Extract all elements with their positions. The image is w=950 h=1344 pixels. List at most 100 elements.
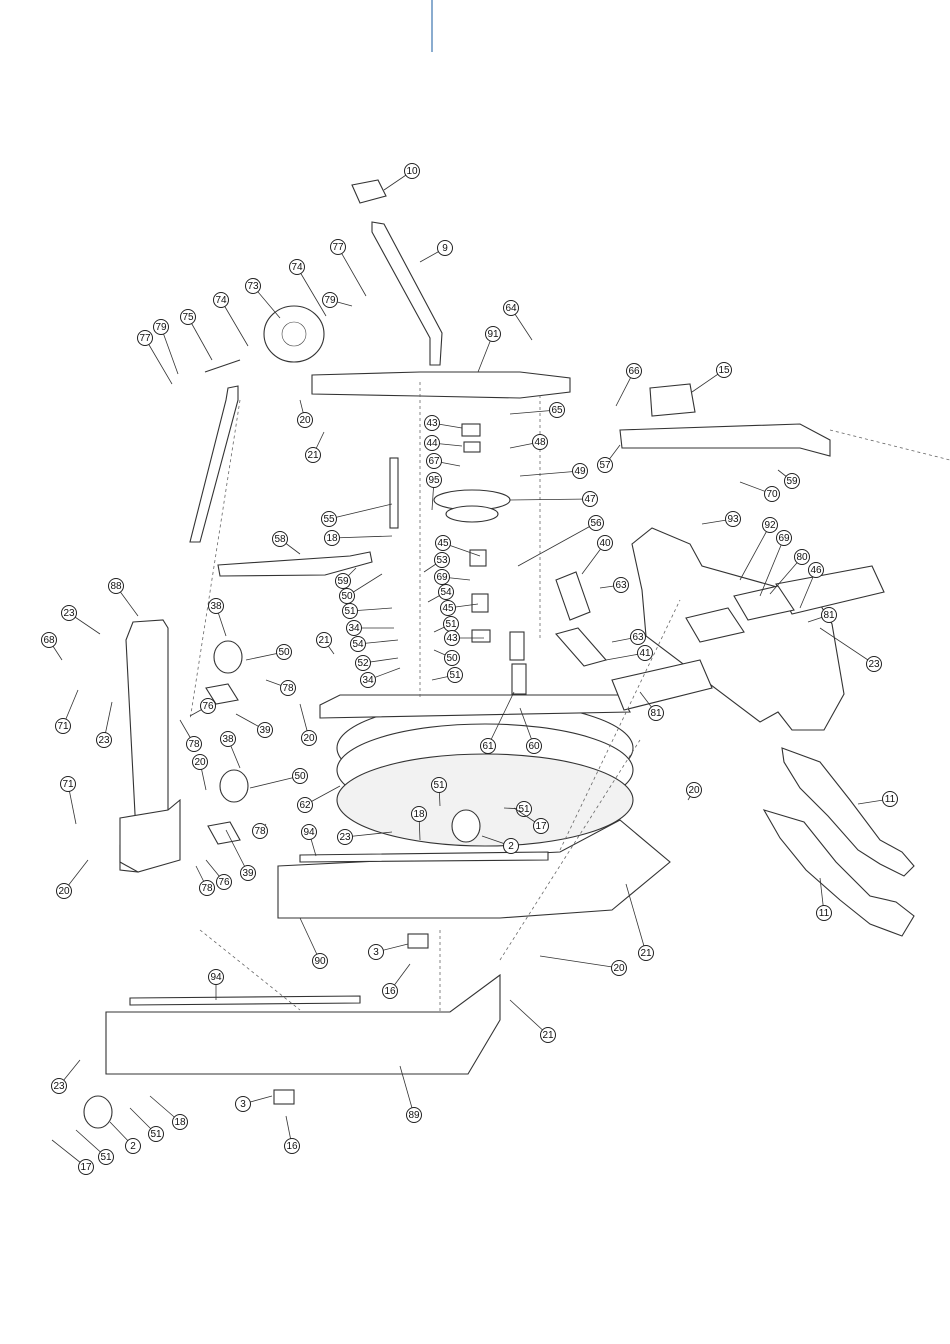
callout-circle bbox=[588, 515, 604, 531]
callout-55: 55 bbox=[321, 503, 393, 527]
callout-leader-line bbox=[187, 316, 213, 361]
callout-circle bbox=[762, 517, 778, 533]
callout-leader-line bbox=[739, 524, 771, 581]
callout-20: 20 bbox=[297, 399, 313, 428]
callout-circle bbox=[526, 738, 542, 754]
callout-54: 54 bbox=[427, 584, 454, 603]
callout-number: 18 bbox=[326, 533, 338, 544]
block-3b-part bbox=[273, 1089, 295, 1105]
callout-circle bbox=[431, 777, 447, 793]
callout-number: 78 bbox=[254, 826, 266, 837]
spacer-45-part bbox=[469, 549, 487, 567]
callout-circle bbox=[252, 823, 268, 839]
callout-number: 38 bbox=[210, 601, 222, 612]
callout-20: 20 bbox=[299, 703, 317, 746]
callout-circle bbox=[321, 511, 337, 527]
callout-56: 56 bbox=[517, 515, 604, 567]
callout-leader-line bbox=[331, 535, 393, 539]
callout-number: 74 bbox=[291, 262, 303, 273]
callout-circle bbox=[485, 326, 501, 342]
callout-number: 18 bbox=[413, 809, 425, 820]
callout-20: 20 bbox=[192, 754, 208, 791]
callout-circle bbox=[424, 415, 440, 431]
callout-circle bbox=[96, 732, 112, 748]
callout-78: 78 bbox=[265, 679, 296, 696]
callout-number: 91 bbox=[487, 329, 499, 340]
callout-circle bbox=[335, 573, 351, 589]
callout-number: 57 bbox=[599, 460, 611, 471]
callout-81: 81 bbox=[807, 607, 837, 623]
callout-circle bbox=[316, 632, 332, 648]
callout-number: 17 bbox=[80, 1162, 92, 1173]
callout-leader-line bbox=[296, 266, 327, 317]
callout-circle bbox=[200, 698, 216, 714]
callout-leader-line bbox=[769, 556, 803, 595]
callout-23: 23 bbox=[51, 1059, 81, 1094]
callout-circle bbox=[98, 1149, 114, 1165]
spacer-43-part bbox=[461, 423, 481, 437]
callout-circle bbox=[426, 472, 442, 488]
callout-circle bbox=[638, 945, 654, 961]
callout-circle bbox=[172, 1114, 188, 1130]
callout-number: 70 bbox=[766, 489, 778, 500]
handle-part bbox=[371, 221, 443, 366]
callout-23: 23 bbox=[96, 701, 113, 748]
callout-number: 58 bbox=[274, 534, 286, 545]
callout-circle bbox=[337, 829, 353, 845]
callout-circle bbox=[882, 791, 898, 807]
callout-number: 20 bbox=[613, 963, 625, 974]
callout-circle bbox=[220, 731, 236, 747]
callout-number: 51 bbox=[518, 804, 530, 815]
callout-79: 79 bbox=[153, 319, 179, 375]
callout-number: 21 bbox=[542, 1030, 554, 1041]
callout-number: 66 bbox=[628, 366, 640, 377]
callout-leader-line bbox=[337, 246, 367, 297]
callout-50: 50 bbox=[433, 649, 460, 666]
callout-9: 9 bbox=[419, 240, 453, 263]
callout-circle bbox=[272, 531, 288, 547]
callout-number: 68 bbox=[43, 635, 55, 646]
callout-59: 59 bbox=[777, 469, 800, 489]
callout-54: 54 bbox=[350, 636, 399, 652]
callout-circle bbox=[808, 562, 824, 578]
callout-circle bbox=[339, 588, 355, 604]
callout-66: 66 bbox=[615, 363, 642, 407]
callout-number: 17 bbox=[535, 821, 547, 832]
callout-number: 23 bbox=[63, 608, 75, 619]
flywheel-bottom-part bbox=[336, 753, 634, 847]
callout-leader-line bbox=[509, 999, 549, 1036]
callout-number: 64 bbox=[505, 303, 517, 314]
callout-circle bbox=[61, 605, 77, 621]
callout-circle bbox=[794, 549, 810, 565]
callout-number: 78 bbox=[201, 883, 213, 894]
callout-number: 43 bbox=[426, 418, 438, 429]
callout-circle bbox=[816, 905, 832, 921]
footrest-lower-part bbox=[762, 809, 915, 937]
callout-circle bbox=[235, 1096, 251, 1112]
bracket-39b-part bbox=[207, 821, 241, 845]
callout-number: 80 bbox=[796, 552, 808, 563]
callout-number: 2 bbox=[508, 841, 514, 852]
callout-number: 43 bbox=[446, 633, 458, 644]
callout-number: 47 bbox=[584, 494, 596, 505]
callout-number: 11 bbox=[885, 794, 896, 805]
callout-leader-line bbox=[539, 955, 620, 969]
callout-leader-line bbox=[819, 627, 875, 665]
callout-63: 63 bbox=[611, 629, 646, 645]
callout-51: 51 bbox=[433, 616, 459, 633]
callout-53: 53 bbox=[423, 552, 450, 573]
callout-number: 90 bbox=[314, 956, 326, 967]
callout-51: 51 bbox=[503, 801, 532, 817]
callout-number: 63 bbox=[632, 632, 644, 643]
callout-64: 64 bbox=[503, 300, 533, 341]
callout-circle bbox=[297, 797, 313, 813]
callout-number: 78 bbox=[188, 739, 200, 750]
callout-circle bbox=[582, 491, 598, 507]
callout-73: 73 bbox=[245, 278, 281, 319]
callout-39: 39 bbox=[225, 829, 256, 881]
callout-number: 69 bbox=[778, 533, 790, 544]
callout-number: 20 bbox=[58, 886, 70, 897]
callout-16: 16 bbox=[284, 1115, 300, 1154]
callout-44: 44 bbox=[424, 435, 463, 451]
